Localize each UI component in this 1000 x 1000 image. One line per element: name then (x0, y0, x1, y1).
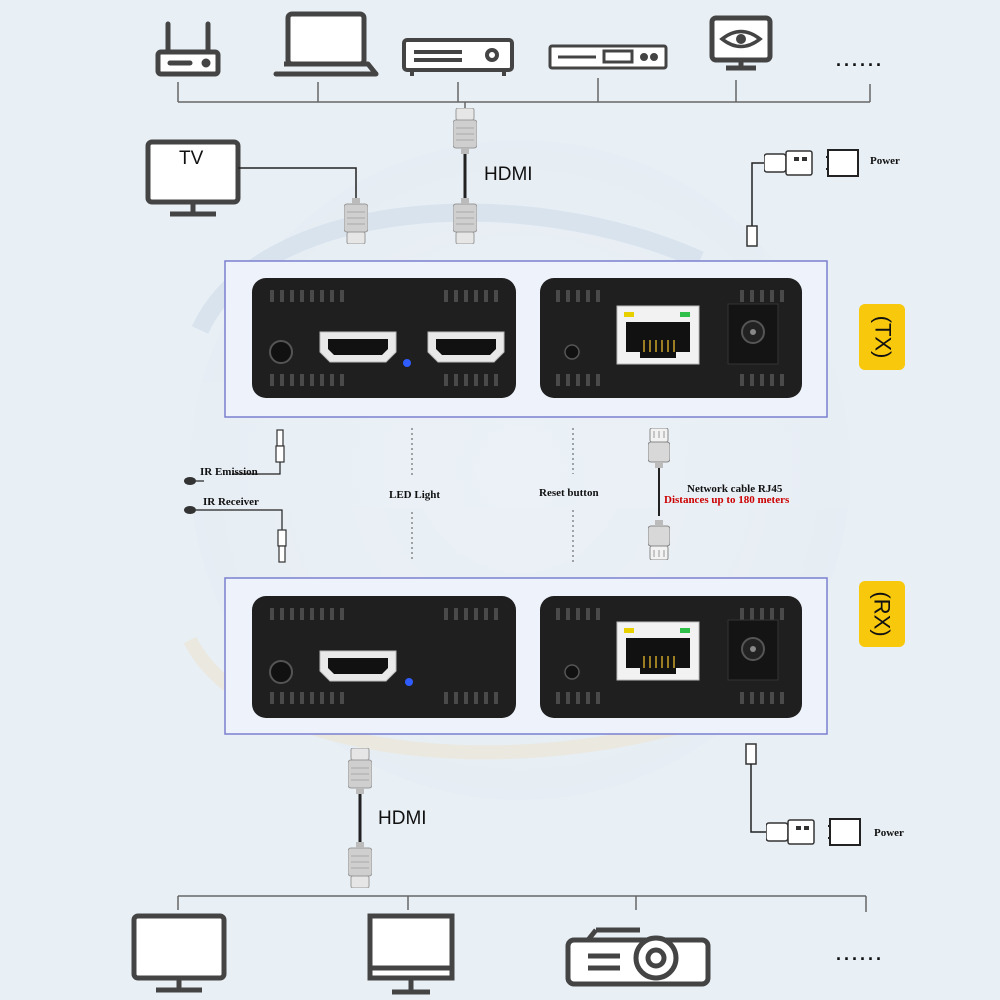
hdmi-bottom-label: HDMI (378, 808, 427, 829)
reset-button-rx (564, 664, 580, 680)
ir-receiver-cable (184, 506, 287, 563)
tv-display-icon (367, 913, 455, 995)
source-bus-line (177, 78, 871, 108)
hdmi-port-rx (319, 650, 397, 682)
power-top-label: Power (870, 155, 900, 167)
power-adapter-top-icon (826, 149, 859, 177)
ir-emission-label: IR Emission (200, 466, 258, 478)
ir-receiver-label: IR Receiver (203, 496, 259, 508)
distance-label: Distances up to 180 meters (664, 494, 790, 506)
tv-hdmi-cable (238, 167, 368, 244)
hdmi-port-1 (319, 331, 397, 363)
reset-button-tx (564, 344, 580, 360)
monitor-icon (131, 913, 227, 993)
more-sources-ellipsis: ...... (836, 50, 885, 70)
network-cable-label: Network cable RJ45 (687, 483, 783, 495)
hdmi-cable-top (453, 108, 477, 244)
rx-badge: (RX) (859, 581, 905, 647)
led-light-label: LED Light (389, 489, 441, 501)
set-top-box-icon (548, 44, 668, 70)
surveillance-monitor-icon (709, 15, 773, 71)
rj45-port-tx (616, 305, 700, 365)
tx-badge: (TX) (859, 304, 905, 370)
power-bottom-label: Power (874, 827, 904, 839)
more-displays-ellipsis: ...... (836, 944, 885, 964)
hdmi-top-label: HDMI (484, 164, 533, 185)
laptop-icon (273, 11, 379, 77)
reset-button-label: Reset button (539, 487, 599, 499)
power-adapter-bottom-icon (828, 818, 861, 846)
dc-power-jack-rx (727, 619, 779, 681)
dvd-player-icon (402, 38, 514, 76)
tx-device (224, 260, 828, 418)
tv-icon (145, 139, 241, 217)
ir-emission-cable (184, 429, 285, 485)
led-indicator-rx (405, 678, 413, 686)
hdmi-cable-bottom (348, 748, 372, 888)
led-indicator-tx (403, 359, 411, 367)
power-cable-top (746, 150, 813, 247)
rx-device (224, 577, 828, 735)
network-cable (648, 428, 670, 560)
tv-label: TV (179, 148, 204, 169)
rj45-port-rx (616, 621, 700, 681)
hdmi-port-2 (427, 331, 505, 363)
router-icon (155, 21, 221, 77)
display-bus-line (177, 895, 867, 912)
projector-icon (565, 927, 711, 987)
power-cable-bottom (745, 743, 815, 845)
dc-power-jack-tx (727, 303, 779, 365)
